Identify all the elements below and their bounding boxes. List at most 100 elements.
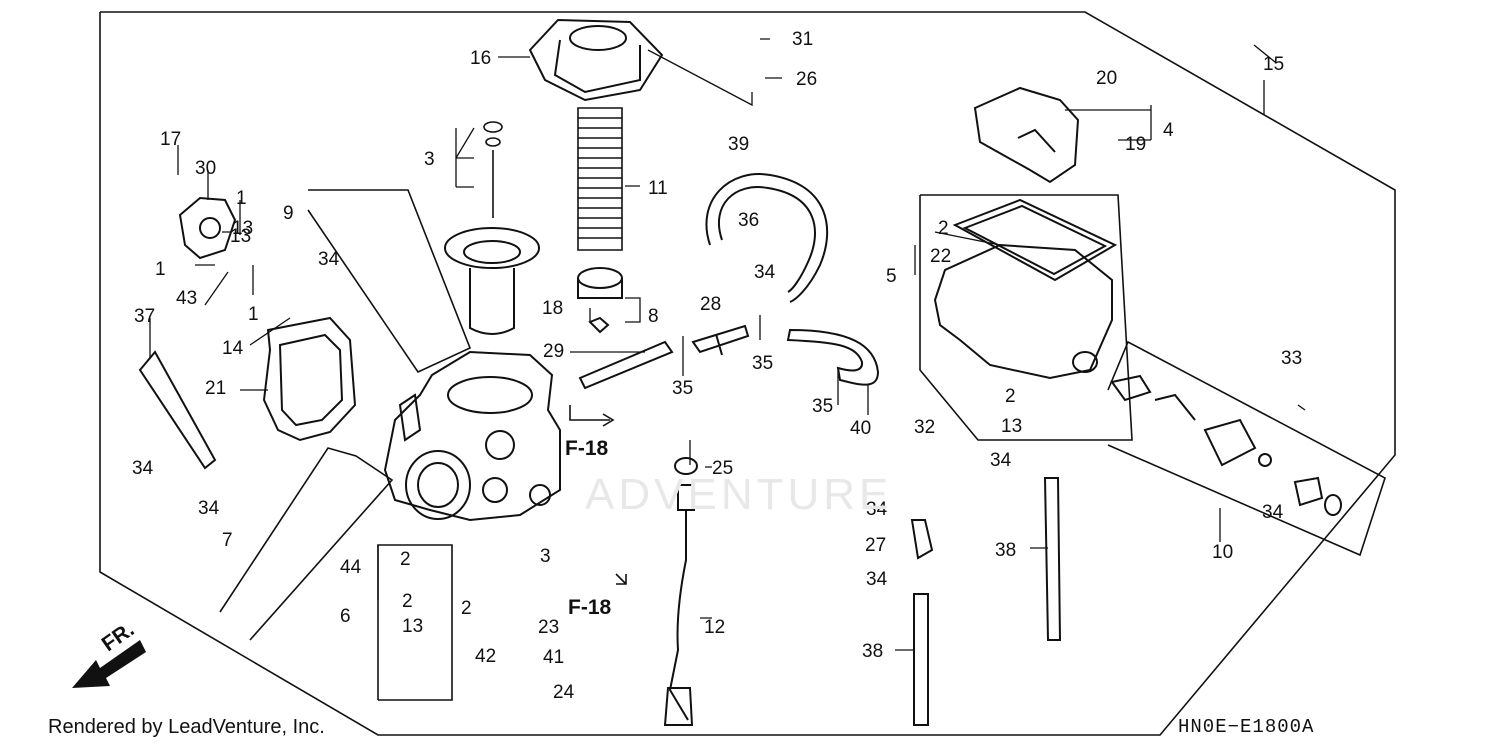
callout-41: 41: [543, 647, 564, 668]
callout-44: 44: [340, 557, 362, 578]
front-arrow-icon: [72, 640, 146, 688]
callout-23: 23: [538, 617, 559, 638]
callout-24: 24: [553, 682, 575, 703]
callout-43: 43: [176, 288, 197, 309]
throttle-sensor: [663, 457, 698, 726]
callout-20: 20: [1096, 68, 1117, 89]
hose: [705, 173, 829, 303]
group-5: [919, 194, 1133, 441]
callout-6: 6: [340, 606, 351, 627]
callout-34: 34: [132, 458, 154, 479]
callout-1: 1: [248, 304, 259, 325]
callout-22: 22: [930, 246, 951, 267]
callout-35: 35: [672, 378, 693, 399]
callout-42: 42: [475, 646, 496, 667]
assembly-boundary: [99, 11, 1396, 736]
callout-1: 1: [236, 188, 247, 209]
callout-7: 7: [222, 530, 233, 551]
page-reference: F-18: [565, 437, 609, 460]
callout-38: 38: [862, 641, 883, 662]
callout-3: 3: [540, 546, 551, 567]
callout-28: 28: [700, 294, 721, 315]
hose-29: [578, 340, 674, 390]
callout-34: 34: [754, 262, 776, 283]
footer-credit: Rendered by LeadVenture, Inc.: [48, 716, 325, 738]
top-cap: [528, 18, 664, 102]
callout-34: 34: [198, 498, 220, 519]
callout-40: 40: [850, 418, 871, 439]
callout-37: 37: [134, 306, 155, 327]
needle-holder: [577, 267, 623, 334]
leader-lines: [149, 38, 1306, 651]
callout-36: 36: [738, 210, 759, 231]
callout-2: 2: [402, 591, 413, 612]
callout-8: 8: [648, 306, 659, 327]
callout-34: 34: [1262, 502, 1284, 523]
float-chamber: [933, 198, 1118, 380]
group-10: [1107, 340, 1386, 557]
callout-32: 32: [914, 417, 935, 438]
callout-29: 29: [543, 341, 564, 362]
callout-33: 33: [1281, 348, 1302, 369]
group-9: [307, 189, 472, 374]
callout-26: 26: [796, 69, 817, 90]
callout-17: 17: [160, 129, 181, 150]
carburetor-body: [383, 350, 561, 522]
callout-30: 30: [195, 158, 216, 179]
callout-34: 34: [866, 499, 888, 520]
t-joint: [691, 324, 750, 356]
callout-5: 5: [886, 266, 897, 287]
callout-13: 13: [1001, 416, 1022, 437]
group-7: [219, 447, 394, 641]
callout-12: 12: [704, 617, 725, 638]
callout-39: 39: [728, 134, 749, 155]
callout-31: 31: [792, 29, 813, 50]
spring: [577, 107, 623, 251]
callout-9: 9: [283, 203, 294, 224]
callout-13: 13: [232, 218, 253, 239]
callout-19: 19: [1125, 134, 1146, 155]
watermark: ADVENTURE: [585, 470, 893, 519]
float: [973, 86, 1080, 184]
callout-34: 34: [990, 450, 1012, 471]
callout-2: 2: [400, 549, 411, 570]
callout-2: 2: [461, 598, 472, 619]
callout-2: 2: [938, 218, 949, 239]
callout-10: 10: [1212, 542, 1233, 563]
callout-35: 35: [752, 353, 773, 374]
callout-27: 27: [865, 535, 886, 556]
callout-21: 21: [205, 378, 226, 399]
diagram-code: HN0E−E1800A: [1178, 716, 1315, 738]
page-reference: F-18: [568, 596, 612, 619]
callout-35: 35: [812, 396, 833, 417]
callout-4: 4: [1163, 120, 1174, 141]
callout-18: 18: [542, 298, 563, 319]
callout-11: 11: [648, 178, 668, 199]
callout-13: 13: [402, 616, 423, 637]
callout-34: 34: [318, 249, 340, 270]
tube-38a: [1043, 477, 1062, 641]
callout-15: 15: [1263, 54, 1284, 75]
cover: [262, 316, 357, 442]
callout-3: 3: [424, 149, 435, 170]
diaphragm: [444, 227, 540, 335]
tube-38b: [913, 593, 929, 726]
callout-16: 16: [470, 48, 491, 69]
reference-arrow: [615, 573, 627, 585]
callout-25: 25: [712, 458, 733, 479]
pump: [178, 196, 237, 260]
callout-38: 38: [995, 540, 1016, 561]
air-cutoff-valve: [1110, 374, 1342, 516]
callout-14: 14: [222, 338, 244, 359]
callout-2: 2: [1005, 386, 1016, 407]
reference-arrow: [569, 405, 615, 427]
callout-34: 34: [866, 569, 888, 590]
hose-40: [786, 328, 880, 386]
callout-1: 1: [155, 259, 166, 280]
callout-13: 13: [230, 226, 251, 247]
jet-needle: [483, 121, 503, 218]
fitting-27: [910, 519, 934, 560]
